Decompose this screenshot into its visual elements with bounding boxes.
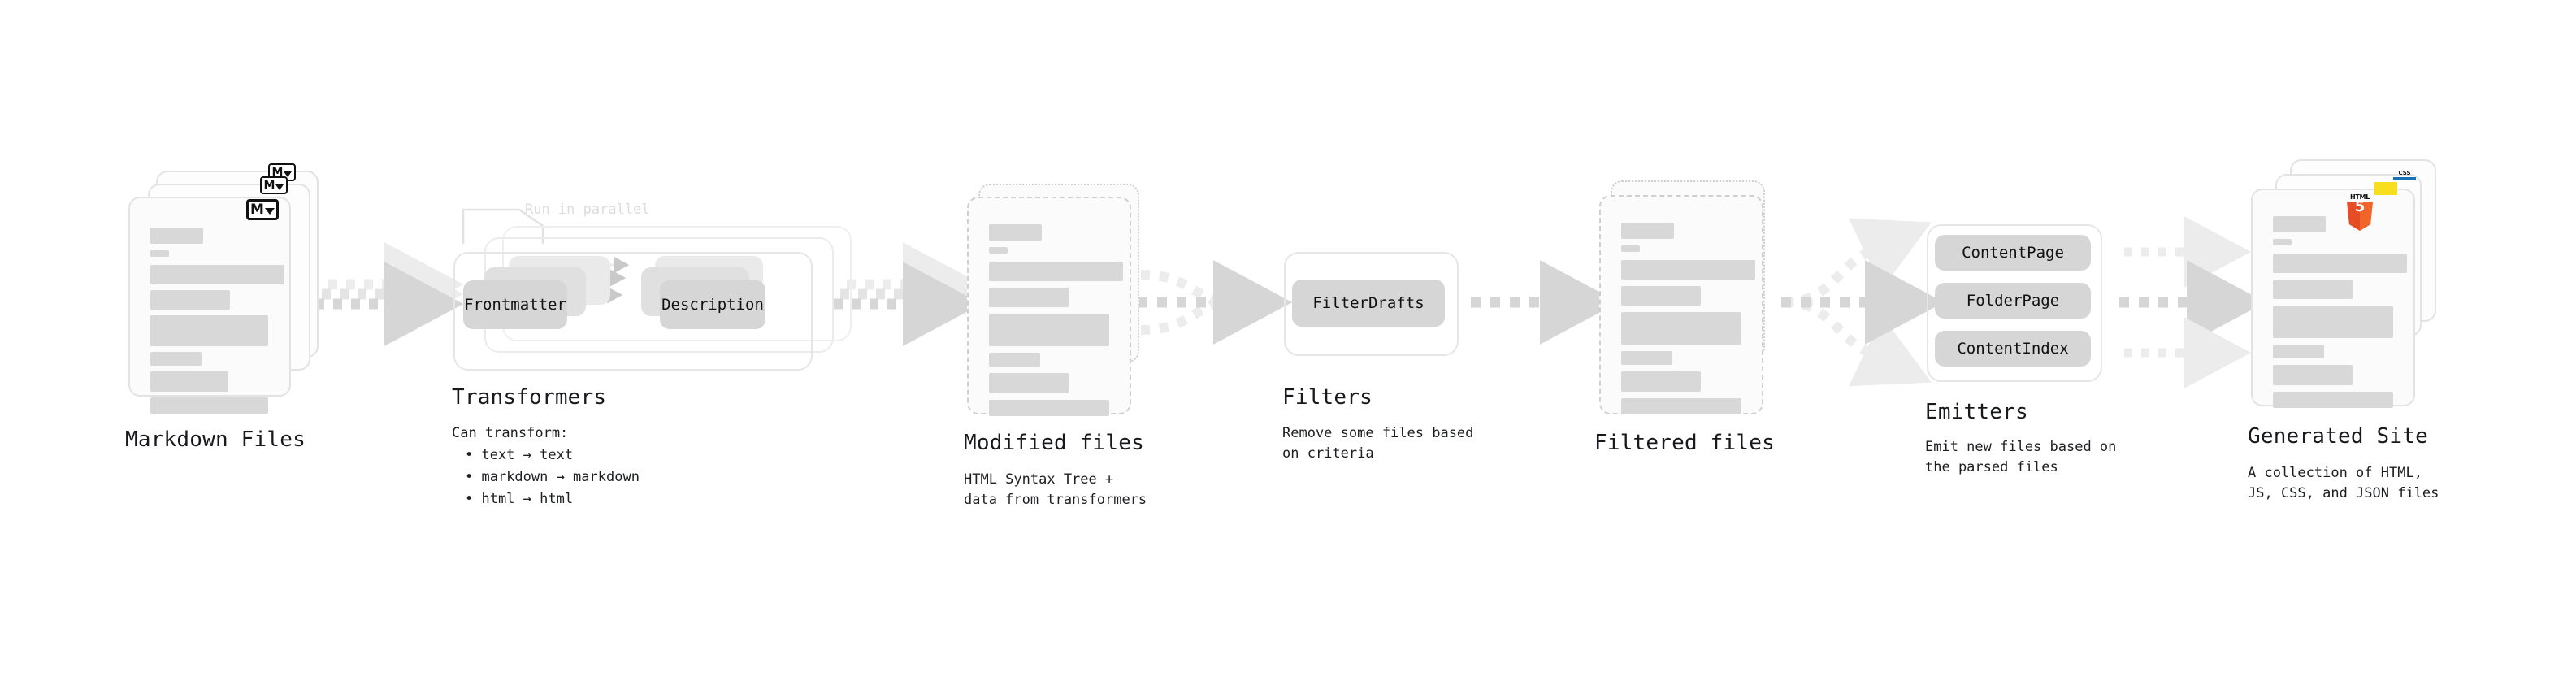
generated-site-subtitle: A collection of HTML, JS, CSS, and JSON …	[2248, 465, 2439, 501]
file-bar	[150, 265, 284, 284]
markdown-icon-mid: M	[260, 176, 288, 194]
connector-filtered-to-emitters	[1781, 218, 1945, 387]
filtered-file-card-front	[1599, 195, 1763, 414]
transformers-subtitle: Can transform:	[452, 425, 569, 441]
filter-chip-filterdrafts[interactable]: FilterDrafts	[1292, 280, 1445, 327]
page-title-markdown-files: Markdown Files	[125, 427, 306, 452]
file-bar	[2273, 216, 2326, 232]
css3-icon: CSS	[2392, 171, 2417, 180]
html5-icon: HTML 5	[2344, 193, 2375, 231]
transformer-chip-description[interactable]: Description	[660, 280, 765, 329]
emitter-chip-folderpage[interactable]: FolderPage	[1935, 283, 2091, 319]
file-bar	[1621, 398, 1741, 414]
file-bar	[150, 290, 230, 310]
transformer-box-front	[453, 252, 813, 371]
file-bar	[2273, 239, 2292, 245]
file-bar	[1621, 223, 1674, 239]
file-bar	[150, 352, 202, 366]
javascript-icon	[2374, 182, 2397, 195]
transformers-bullet-2: • html → html	[465, 491, 574, 507]
emitter-chip-contentindex[interactable]: ContentIndex	[1935, 331, 2091, 367]
page-title-transformers: Transformers	[452, 385, 607, 410]
file-bar	[989, 353, 1040, 367]
html5-icon-digit: 5	[2354, 198, 2366, 215]
connector-emitters-to-site	[2119, 216, 2266, 388]
file-bar	[1621, 286, 1701, 306]
markdown-file-card-front	[128, 197, 291, 414]
html5-icon-label: HTML	[2349, 193, 2370, 201]
transformers-bullet-0: • text → text	[465, 447, 574, 463]
connector-modified-to-filters	[1138, 260, 1293, 345]
run-in-parallel-label: Run in parallel	[525, 202, 650, 218]
file-bar	[150, 228, 203, 244]
file-bar	[1621, 351, 1672, 365]
file-bar	[989, 288, 1069, 307]
file-bar	[989, 314, 1109, 346]
file-bar	[1621, 371, 1701, 392]
css3-icon-label: CSS	[2398, 170, 2411, 176]
css3-icon-underline	[2393, 177, 2416, 180]
file-bar	[150, 371, 228, 392]
emitters-box	[1927, 224, 2102, 382]
emitter-chip-contentpage[interactable]: ContentPage	[1935, 235, 2091, 271]
markdown-icon-arrow	[264, 208, 275, 215]
file-bar	[2273, 280, 2353, 299]
file-bar	[150, 397, 268, 414]
file-bar	[989, 224, 1042, 241]
page-title-filtered-files: Filtered files	[1594, 431, 1775, 455]
file-bar	[2273, 365, 2353, 385]
emitters-subtitle: Emit new files based on the parsed files	[1925, 439, 2117, 475]
transformer-chip-frontmatter[interactable]: Frontmatter	[463, 280, 567, 329]
site-file-card-html	[2251, 189, 2415, 408]
file-bar	[989, 262, 1123, 281]
file-bar	[150, 250, 169, 257]
file-bar	[2273, 254, 2407, 273]
file-bar	[1621, 245, 1640, 252]
page-title-emitters: Emitters	[1925, 400, 2028, 424]
page-title-generated-site: Generated Site	[2248, 424, 2428, 449]
connector-md-to-transformers	[315, 242, 464, 346]
file-bar	[989, 373, 1069, 393]
page-title-modified-files: Modified files	[964, 431, 1144, 455]
file-bar	[2273, 392, 2393, 408]
modified-files-subtitle: HTML Syntax Tree + data from transformer…	[964, 471, 1147, 508]
file-bar	[1621, 260, 1755, 280]
transformers-bullet-1: • markdown → markdown	[465, 469, 640, 485]
file-bar	[989, 400, 1109, 416]
file-bar	[2273, 345, 2324, 358]
markdown-icon-letter: M	[250, 201, 264, 218]
file-bar	[989, 247, 1008, 254]
file-bar	[150, 315, 268, 346]
modified-file-card-front	[967, 197, 1131, 416]
file-bar	[1621, 312, 1741, 345]
page-title-filters: Filters	[1282, 385, 1373, 410]
filters-subtitle: Remove some files based on criteria	[1282, 425, 1474, 462]
file-bar	[2273, 306, 2393, 338]
markdown-icon: M	[246, 199, 279, 220]
filters-box	[1284, 252, 1459, 356]
